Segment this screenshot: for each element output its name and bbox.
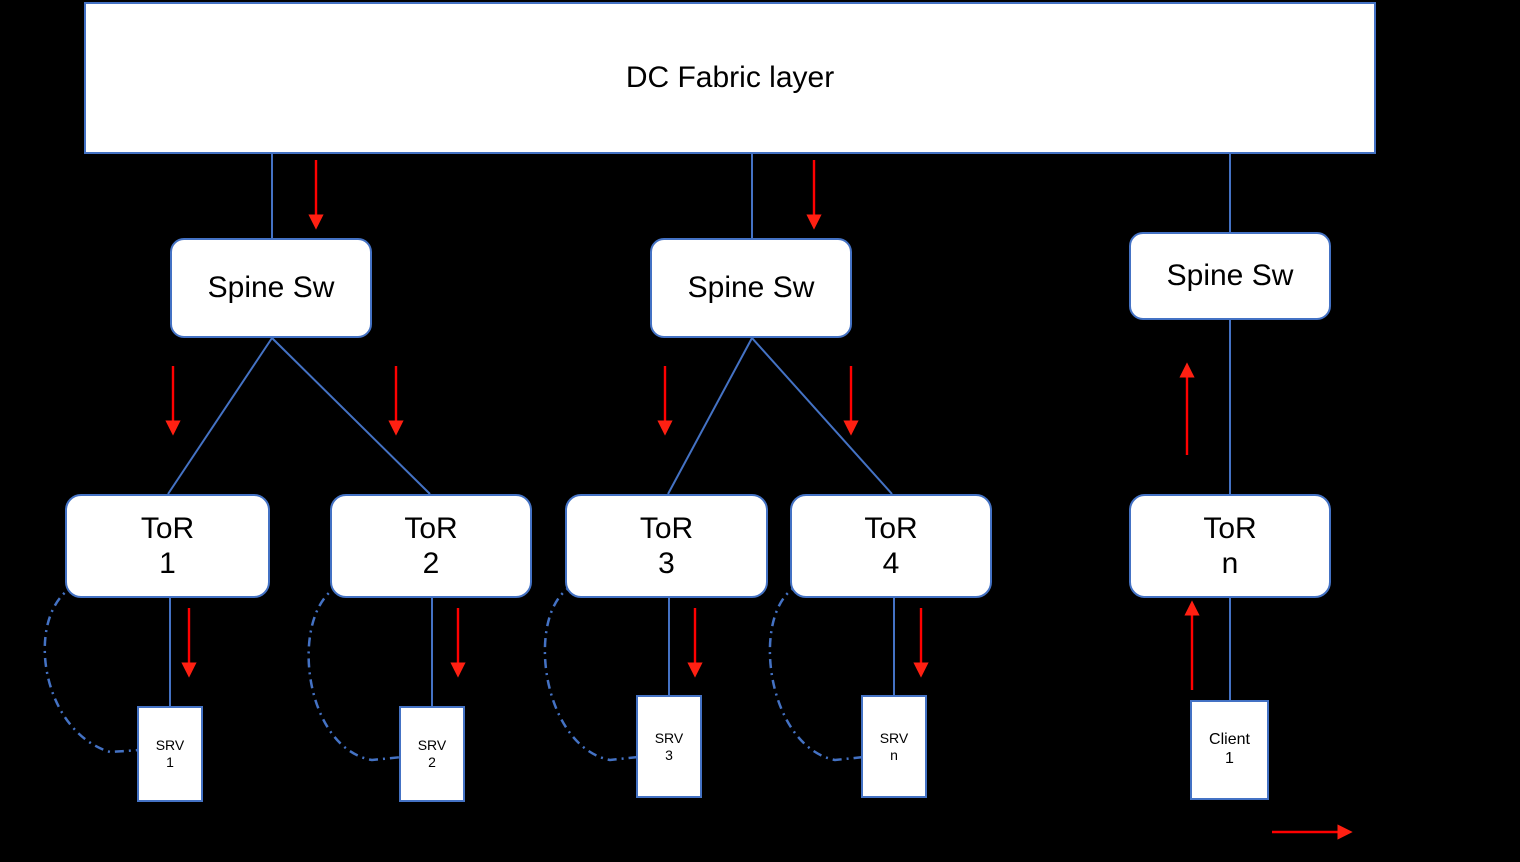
srv-1-index: 1 xyxy=(166,754,174,770)
spine-3-label: Spine Sw xyxy=(1166,259,1294,293)
tor-n-label: ToR xyxy=(1203,511,1257,545)
loopback-tor-3-srv-3-curve xyxy=(543,583,639,762)
loopback-tor-1-srv-1-curve xyxy=(43,583,141,754)
client-1-label: Client xyxy=(1209,731,1250,749)
srv-1-label: SRV xyxy=(155,737,185,754)
spine-1-to-tor-1-link xyxy=(167,337,273,495)
srv-n-index: n xyxy=(890,746,898,763)
tor-n-index: n xyxy=(1221,547,1239,580)
tor-2-label: ToR xyxy=(404,511,458,545)
tor-1-index: 1 xyxy=(159,547,176,580)
links-group xyxy=(167,154,1231,706)
dc-fabric-layer-label: DC Fabric layer xyxy=(625,61,835,95)
tor-2-index: 2 xyxy=(422,547,440,580)
srv-3-label: SRV xyxy=(654,729,684,746)
spine-2-node[interactable]: Spine Sw xyxy=(650,238,852,338)
loopback-tor-2-srv-2-curve xyxy=(307,583,403,762)
tor-3-index: 3 xyxy=(658,547,675,580)
spine-1-to-tor-2-link xyxy=(271,337,431,495)
tor-4-label: ToR xyxy=(864,511,918,545)
tor-4-index: 4 xyxy=(882,547,900,580)
spine-2-to-tor-3-link xyxy=(667,337,753,495)
srv-2-index: 2 xyxy=(428,754,436,770)
loopback-tor-4-srv-n-curve xyxy=(768,583,865,762)
client-1-index: 1 xyxy=(1225,750,1234,767)
dc-fabric-layer-node[interactable]: DC Fabric layer xyxy=(84,2,1376,154)
srv-n-label: SRV xyxy=(879,729,909,746)
tor-1-label: ToR xyxy=(140,511,195,545)
spine-2-label: Spine Sw xyxy=(687,271,815,305)
spine-1-node[interactable]: Spine Sw xyxy=(170,238,372,338)
spine-1-label: Spine Sw xyxy=(207,271,335,305)
srv-2-label: SRV xyxy=(417,737,447,754)
tor-3-label: ToR xyxy=(639,511,694,545)
srv-3-index: 3 xyxy=(665,746,673,763)
spine-3-node[interactable]: Spine Sw xyxy=(1129,232,1331,320)
spine-2-to-tor-4-link xyxy=(751,337,893,495)
